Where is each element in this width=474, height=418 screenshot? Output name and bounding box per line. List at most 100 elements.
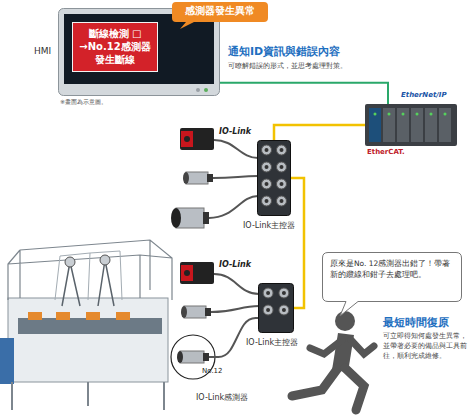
hmi-led (196, 88, 200, 92)
node-outline (258, 283, 294, 333)
runner-silhouette (292, 311, 374, 410)
sensor-face (181, 131, 193, 147)
node-text: EtherCAT. (367, 148, 405, 156)
hmi-screen (64, 14, 214, 84)
node-outline (257, 140, 291, 216)
sensor-face (181, 306, 187, 318)
plc-led (444, 113, 447, 116)
master-port (262, 196, 272, 206)
node-text: IO-Link主控器 (246, 337, 298, 348)
conveyor-item (86, 312, 100, 320)
robot-head (100, 255, 110, 265)
sensor-cap (203, 212, 209, 224)
master-port (276, 162, 286, 172)
master-port (276, 196, 286, 206)
plc-module (411, 108, 423, 142)
sensor-cable (211, 306, 259, 312)
sensor-lens (184, 136, 190, 142)
annotation-text: 可瞭解錯誤的形式，並思考處理對策。 (228, 61, 362, 71)
master-port (263, 305, 273, 315)
annotation-text: 可立即得知何處發生異常，並帶著必要的備品與工具前往，順利完成維修。 (383, 331, 471, 361)
node-text: EtherNet/IP (401, 91, 447, 99)
master-port-pin (279, 148, 283, 152)
machine-illustration (0, 240, 172, 410)
plc-module (425, 108, 437, 142)
sensor-cable (214, 274, 259, 294)
annotation-text: 最短時間復原 (383, 315, 449, 330)
runner-head (335, 311, 355, 331)
runner-arm (310, 340, 342, 354)
cable-connector (220, 83, 388, 104)
conveyor-item (56, 312, 70, 320)
node-text: 原來是No. 12感測器出錯了！帶著新的纜線和鉗子去處理吧。 (330, 258, 456, 280)
conveyor-item (116, 312, 130, 320)
master-port-pin (279, 199, 283, 203)
master-port (262, 179, 272, 189)
speech-bubble: 原來是No. 12感測器出錯了！帶著新的纜線和鉗子去處理吧。 (322, 252, 462, 302)
master-port-pin (282, 308, 286, 312)
machine-frame (8, 240, 172, 300)
alert-callout: 感測器發生異常 (172, 2, 268, 22)
sensor-cap (203, 353, 209, 361)
master-port-pin (265, 182, 269, 186)
machine-leg (12, 382, 164, 410)
plc-module (397, 108, 409, 142)
master-port (263, 288, 273, 298)
io-link-sensor: No.12IO-Link感測器 (170, 334, 216, 380)
master-port (276, 145, 286, 155)
sensor-face (171, 208, 181, 228)
plc-module (369, 108, 381, 142)
node-text: IO-Link感測器 (196, 392, 248, 403)
annotation-text: IO-Link (219, 127, 251, 136)
master-port (262, 162, 272, 172)
annotation-text: ※畫面為示意圖。 (60, 98, 107, 107)
master-body (259, 284, 294, 333)
master-port (279, 288, 289, 298)
io-link-master: IO-Link主控器 (257, 140, 291, 216)
robot-head (65, 257, 75, 267)
cable-connector (216, 318, 258, 357)
master-port (279, 305, 289, 315)
master-port (262, 145, 272, 155)
plc-base (365, 104, 457, 146)
runner-leg (292, 368, 338, 396)
master-port-pin (266, 291, 270, 295)
runner-leg (345, 368, 364, 410)
plc-led (402, 113, 405, 116)
master-port-pin (265, 199, 269, 203)
conveyor-belt (18, 318, 162, 334)
master-port-pin (266, 308, 270, 312)
sensor-cable (213, 176, 258, 178)
conveyor-item (28, 312, 42, 320)
plc-led (374, 113, 377, 116)
plc-module (439, 108, 451, 142)
machine-body (8, 298, 168, 382)
master-port (276, 179, 286, 189)
sensor-cable (209, 196, 258, 218)
plc-controller: EtherNet/IPEtherCAT. (365, 104, 457, 146)
master-port-pin (282, 291, 286, 295)
proximity-sensor (186, 172, 208, 184)
photoelectric-sensor (180, 128, 214, 150)
annotation-text: IO-Link (219, 260, 251, 269)
master-port-pin (279, 182, 283, 186)
sensor-face (177, 351, 183, 363)
node-text: No.12 (202, 367, 223, 375)
sensor-lens (184, 270, 190, 276)
master-body (258, 141, 291, 216)
proximity-sensor (184, 306, 206, 318)
sensor-cable (214, 140, 258, 158)
master-port-pin (265, 148, 269, 152)
cable-connector (274, 125, 365, 140)
error-message-box: 斷線檢測 □ →No.12感測器 發生斷線 (72, 22, 158, 72)
master-port-pin (279, 165, 283, 169)
runner-arm (351, 340, 374, 354)
plc-led (430, 113, 433, 116)
master-port-pin (265, 165, 269, 169)
node-text: 感測器發生異常 (172, 5, 268, 17)
callout-shape (172, 2, 268, 29)
proximity-sensor (180, 351, 204, 363)
annotation-text: 通知ID資訊與錯誤內容 (228, 44, 340, 59)
node-outline (365, 104, 457, 146)
